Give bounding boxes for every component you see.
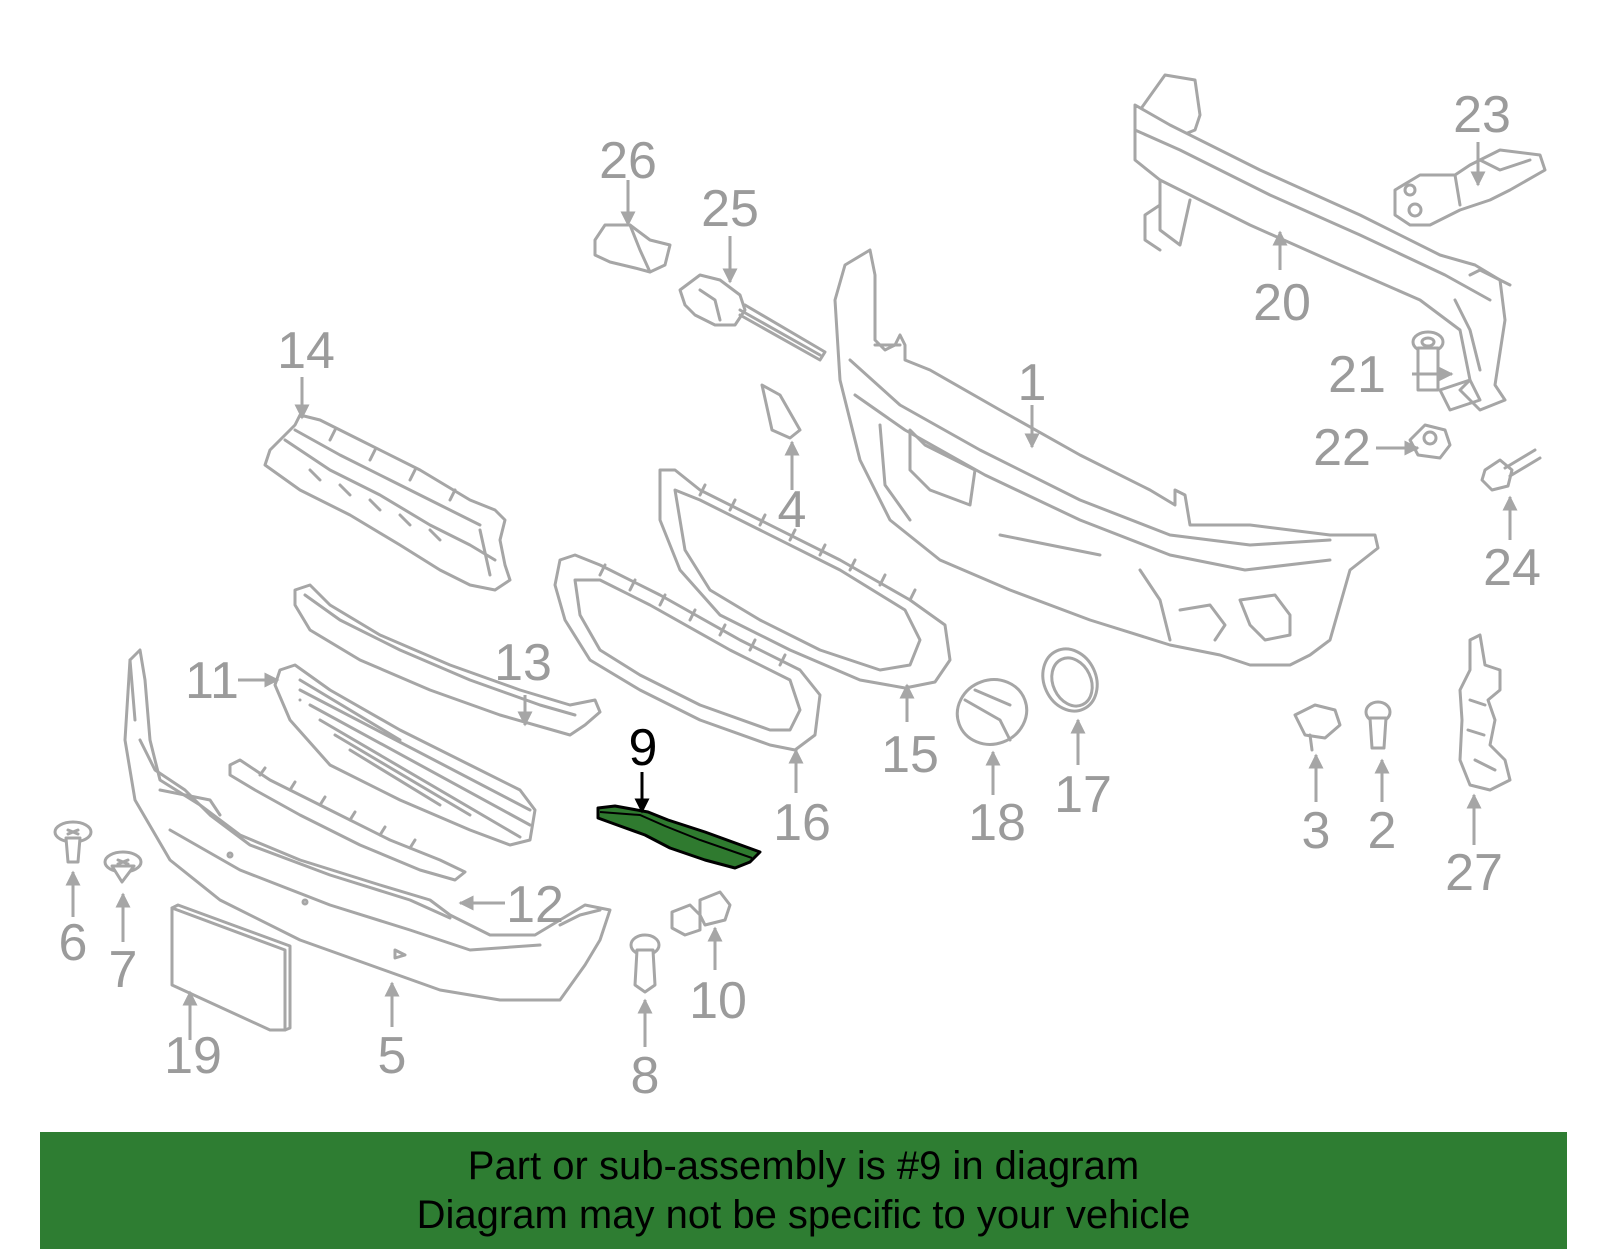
part-25-sensor	[678, 273, 827, 362]
part-2-screw	[1364, 700, 1392, 750]
callout-19[interactable]: 19	[164, 1027, 222, 1085]
banner-line-1: Part or sub-assembly is #9 in diagram	[467, 1143, 1140, 1188]
callout-20[interactable]: 20	[1253, 274, 1311, 332]
part-1-bumper-cover	[833, 248, 1380, 667]
part-3-clip	[1293, 703, 1342, 752]
part-6-screw	[53, 820, 93, 864]
callout-12[interactable]: 12	[506, 876, 564, 934]
callout-7[interactable]: 7	[109, 941, 138, 999]
leader-lines	[65, 142, 1518, 1047]
callout-14[interactable]: 14	[277, 322, 335, 380]
part-9-air-deflector	[596, 804, 762, 870]
callout-2[interactable]: 2	[1368, 802, 1397, 860]
part-8-pushpin	[629, 933, 661, 994]
callout-16[interactable]: 16	[773, 794, 831, 852]
part-24-bolt	[1480, 448, 1542, 492]
callout-8[interactable]: 8	[631, 1047, 660, 1105]
banner-line-2: Diagram may not be specific to your vehi…	[416, 1192, 1191, 1237]
part-17-cover	[1041, 647, 1099, 713]
callout-24[interactable]: 24	[1483, 539, 1541, 597]
part-27-bracket	[1458, 633, 1512, 792]
callout-21[interactable]: 21	[1328, 346, 1386, 404]
callout-9[interactable]: 9	[629, 719, 658, 777]
callout-22[interactable]: 22	[1313, 419, 1371, 477]
part-19-plate-base	[170, 903, 292, 1032]
part-20-reinforcement	[1133, 73, 1512, 412]
part-5-lower-valance	[123, 648, 612, 1002]
callout-17[interactable]: 17	[1054, 766, 1112, 824]
part-12-strip	[228, 758, 467, 882]
part-11-mesh-insert	[273, 663, 537, 847]
callout-5[interactable]: 5	[378, 1027, 407, 1085]
part-14-upper-grille	[263, 413, 512, 592]
callout-4[interactable]: 4	[778, 481, 807, 539]
callout-18[interactable]: 18	[968, 794, 1026, 852]
callout-6[interactable]: 6	[59, 914, 88, 972]
callout-11[interactable]: 11	[185, 652, 239, 710]
part-4-plate	[760, 383, 802, 440]
callout-13[interactable]: 13	[494, 634, 552, 692]
part-21-bolt	[1411, 330, 1445, 392]
part-16-grille-frame	[553, 553, 822, 752]
part-7-clip	[103, 850, 143, 884]
info-banner: Part or sub-assembly is #9 in diagram Di…	[40, 1132, 1567, 1249]
part-10-clip	[670, 890, 732, 937]
part-23-bracket	[1393, 148, 1547, 227]
callout-23[interactable]: 23	[1453, 86, 1511, 144]
callout-3[interactable]: 3	[1302, 802, 1331, 860]
callout-25[interactable]: 25	[701, 180, 759, 238]
part-18-cover	[955, 678, 1029, 746]
callout-labels: 1 2 3 4 5 6 7 8 9 10 11 12 13 14 15 16 1…	[59, 86, 1541, 1105]
callout-15[interactable]: 15	[881, 726, 939, 784]
part-22-nut	[1408, 423, 1452, 460]
callout-26[interactable]: 26	[599, 132, 657, 190]
callout-10[interactable]: 10	[689, 972, 747, 1030]
callout-27[interactable]: 27	[1445, 844, 1503, 902]
callout-1[interactable]: 1	[1018, 354, 1047, 412]
part-15-grille-frame	[658, 468, 952, 690]
part-26-sensor-housing	[593, 223, 672, 274]
